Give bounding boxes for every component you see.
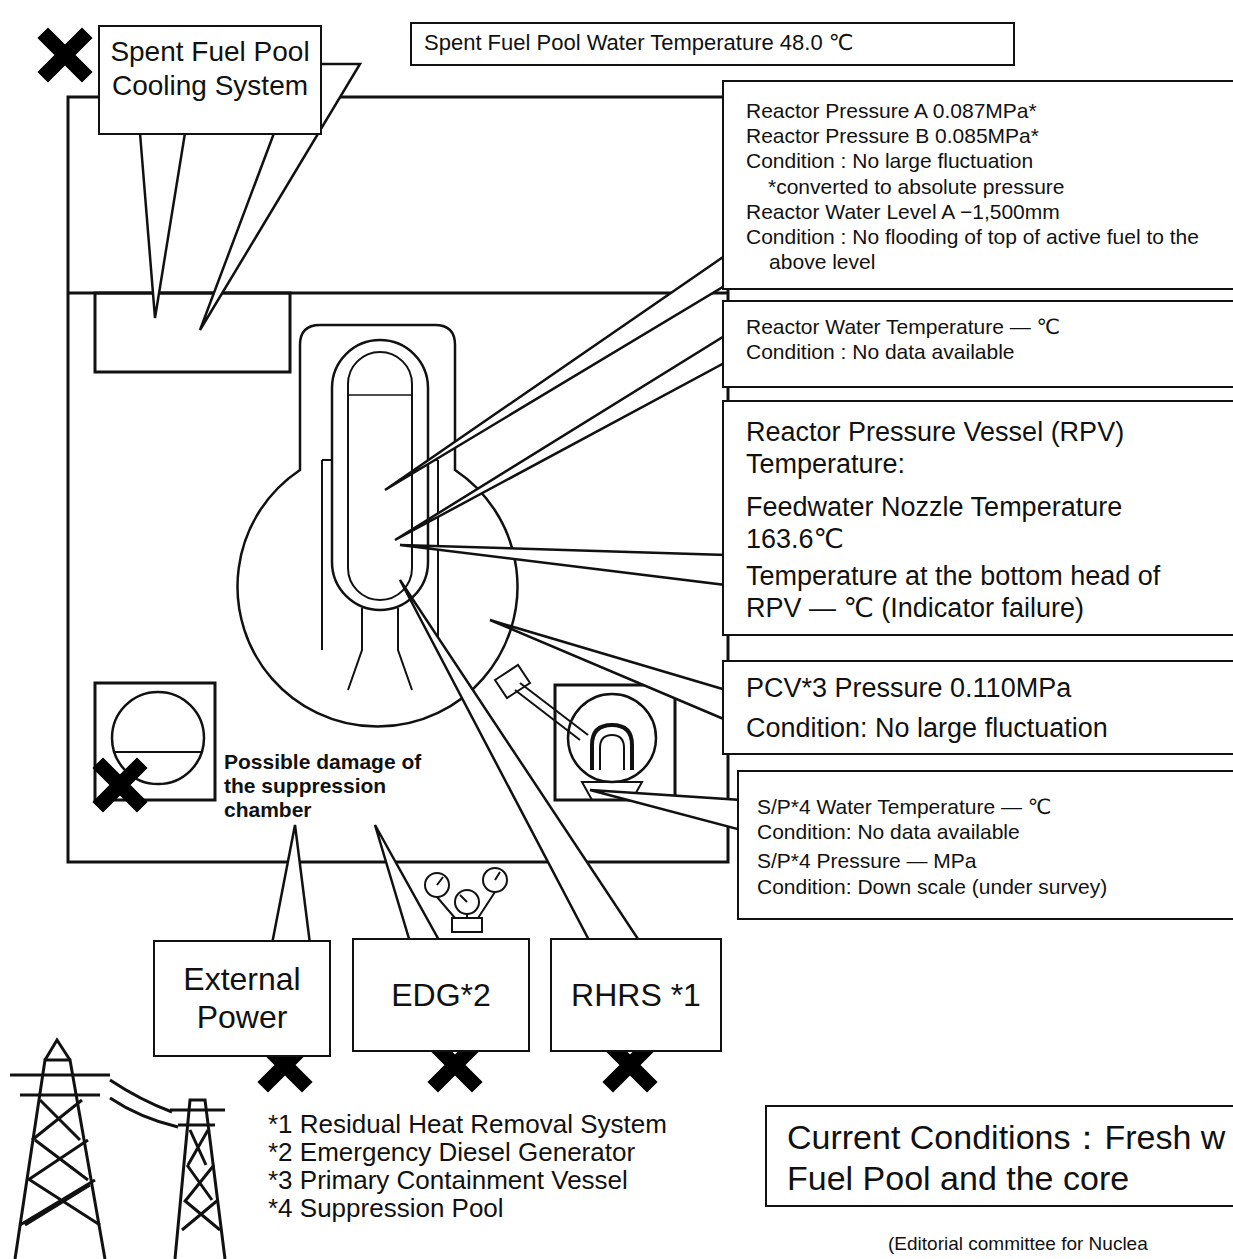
gauge-icon [425, 868, 507, 932]
callout-text: S/P*4 Pressure — MPa [757, 848, 1220, 873]
callout-text: Condition : No flooding of top of active… [746, 224, 1220, 274]
reactor-building [68, 97, 728, 862]
rpv-inner [348, 352, 412, 600]
callout-text: Reactor Pressure Vessel (RPV) Temperatur… [746, 416, 1220, 481]
callout-text: Current Conditions：Fresh w Fuel Pool and… [787, 1117, 1233, 1199]
rpv-outer [332, 340, 428, 610]
source-note: (Editorial committee for Nuclea [888, 1233, 1148, 1255]
callout-text: S/P*4 Water Temperature — ℃ [757, 794, 1220, 819]
callout-box: Current Conditions：Fresh w Fuel Pool and… [765, 1105, 1233, 1207]
callout-box: S/P*4 Water Temperature — ℃Condition: No… [737, 770, 1233, 920]
callout-box: Reactor Water Temperature — ℃Condition :… [722, 300, 1233, 388]
callout-box: External Power [153, 940, 331, 1057]
callout-text: PCV*3 Pressure 0.110MPa [746, 672, 1220, 704]
callout-text: Reactor Water Temperature — ℃ [746, 314, 1220, 339]
callout-box: RHRS *1 [550, 938, 722, 1052]
callout-box: Reactor Pressure Vessel (RPV) Temperatur… [722, 400, 1233, 636]
callout-text: Spent Fuel Pool Water Temperature 48.0 ℃ [424, 30, 1001, 56]
callout-text: External Power [161, 960, 323, 1037]
footnote: *3 Primary Containment Vessel [268, 1166, 628, 1196]
callout-text: Reactor Water Level A −1,500mm [746, 199, 1220, 224]
callout-text: Condition: No data available [757, 819, 1220, 844]
callout-text: RHRS *1 [558, 976, 714, 1014]
callout-box: EDG*2 [352, 938, 530, 1052]
callout-text: Spent Fuel Pool Cooling System [106, 35, 314, 102]
pcv-outline [238, 325, 518, 727]
callout-box: Spent Fuel Pool Cooling System [98, 25, 322, 135]
callout-text: *converted to absolute pressure [746, 174, 1220, 199]
callout-text: Temperature at the bottom head of RPV — … [746, 560, 1220, 625]
suppression-chamber-right [555, 685, 675, 800]
damage-note: Possible damage of the suppression chamb… [222, 750, 456, 822]
callout-box: Reactor Pressure A 0.087MPa*Reactor Pres… [722, 80, 1233, 290]
callout-text: EDG*2 [360, 976, 522, 1014]
footnote: *1 Residual Heat Removal System [268, 1110, 667, 1140]
callout-text: Reactor Pressure A 0.087MPa* [746, 98, 1220, 123]
spent-fuel-pool [95, 293, 290, 372]
footnote: *2 Emergency Diesel Generator [268, 1138, 635, 1168]
callout-text: Condition : No large fluctuation [746, 148, 1220, 173]
footnote: *4 Suppression Pool [268, 1194, 504, 1224]
callout-text: Condition: Down scale (under survey) [757, 874, 1220, 899]
callout-text: Feedwater Nozzle Temperature 163.6℃ [746, 491, 1220, 556]
callout-text: Reactor Pressure B 0.085MPa* [746, 123, 1220, 148]
callout-text: Condition: No large fluctuation [746, 712, 1220, 744]
callout-text: Condition : No data available [746, 339, 1220, 364]
power-pylons [10, 1040, 225, 1259]
callout-box: Spent Fuel Pool Water Temperature 48.0 ℃ [410, 22, 1015, 66]
callout-box: PCV*3 Pressure 0.110MPaCondition: No lar… [722, 660, 1233, 755]
failure-cross [48, 38, 647, 1082]
